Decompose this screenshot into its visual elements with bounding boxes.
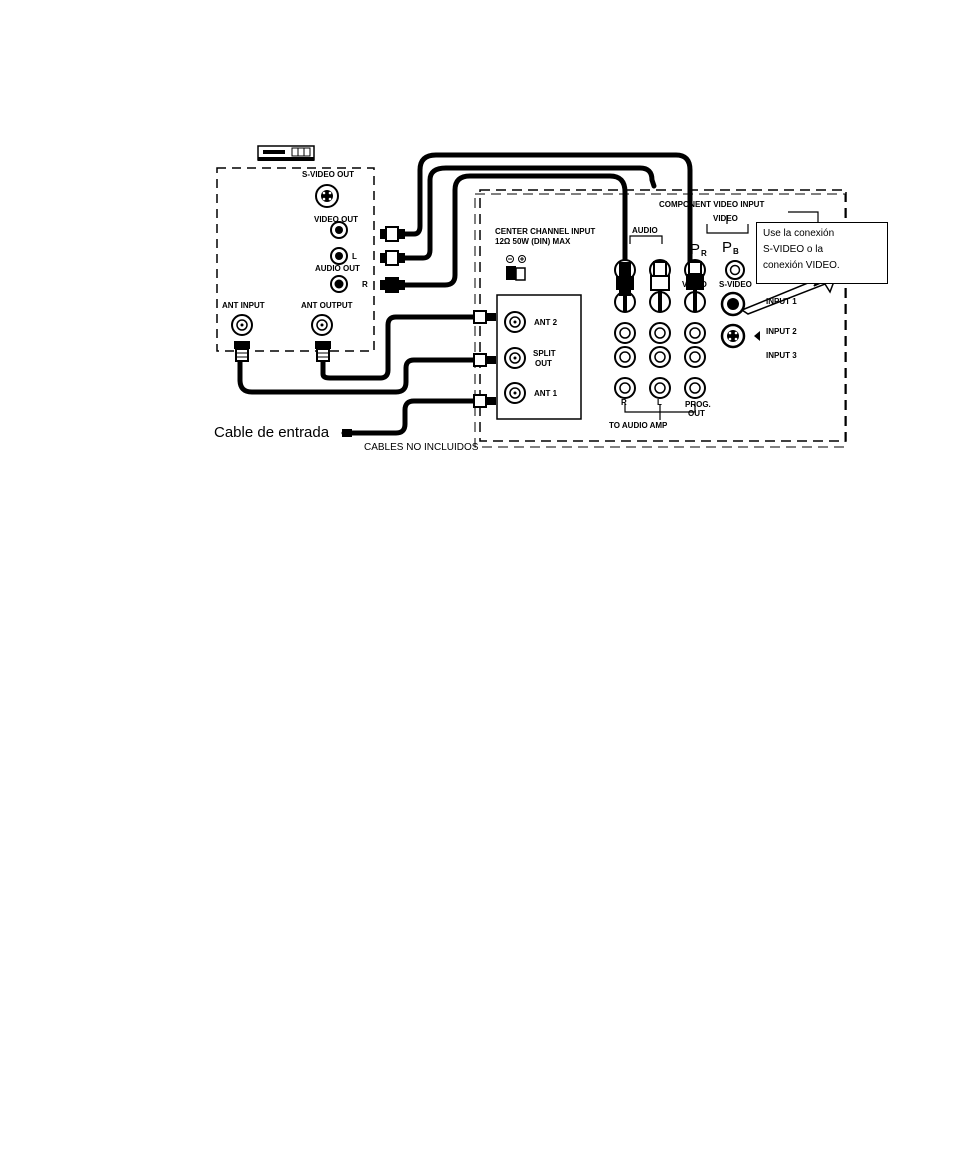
video-cable	[401, 152, 693, 265]
vcr-audio-out-label: AUDIO OUT	[315, 264, 360, 273]
audio-l-label: L	[657, 398, 662, 407]
tv-antenna-jacks	[504, 311, 526, 404]
vcr-audio-r-label: R	[362, 280, 368, 289]
vcr-ant-output-label: ANT OUTPUT	[301, 301, 353, 310]
prog-out-label-line1: PROG.	[685, 400, 711, 409]
pr-p-letter: P	[690, 241, 701, 258]
bracket-lines	[624, 211, 819, 420]
center-channel-input-label: CENTER CHANNEL INPUT	[495, 227, 596, 236]
input-cable	[341, 398, 481, 436]
input2-label: INPUT 2	[766, 327, 797, 336]
pr-label: R	[701, 249, 707, 258]
video-top-label: VIDEO	[713, 214, 738, 223]
vcr-video-out-label: VIDEO OUT	[314, 215, 359, 224]
component-video-input-label: COMPONENT VIDEO INPUT	[659, 200, 765, 209]
prog-out-label-line2: OUT	[688, 409, 705, 418]
vcr-icon	[257, 145, 315, 161]
tv-jack-grid	[614, 259, 780, 399]
pb-p-letter: P	[722, 239, 733, 256]
rca-plugs-vcr	[380, 226, 405, 293]
coax-plugs-tv	[473, 310, 496, 408]
cables-no-incluidos-label: CABLES NO INCLUIDOS	[364, 442, 479, 453]
vcr-s-video-out-label: S-VIDEO OUT	[302, 170, 355, 179]
s-video-label: S-VIDEO	[719, 280, 752, 289]
split-out-label-line1: SPLIT	[533, 349, 556, 358]
ant-out-cable	[320, 314, 481, 381]
vcr-audio-l-label: L	[352, 252, 357, 261]
audio-r-label: R	[621, 398, 627, 407]
input1-label: INPUT 1	[766, 297, 797, 306]
cable-de-entrada-label: Cable de entrada	[214, 424, 330, 441]
to-audio-amp-label: TO AUDIO AMP	[609, 421, 668, 430]
audio-r-cable	[401, 173, 628, 288]
center-channel-spec-label: 12Ω 50W (DIN) MAX	[495, 237, 571, 246]
input3-label: INPUT 3	[766, 351, 797, 360]
callout-line3: conexión VIDEO.	[763, 260, 840, 271]
vcr-jacks	[231, 184, 348, 336]
split-out-label-line2: OUT	[535, 359, 552, 368]
coax-plugs-vcr	[234, 341, 331, 362]
ant2-label: ANT 2	[534, 318, 558, 327]
vcr-ant-input-label: ANT INPUT	[222, 301, 265, 310]
callout-line2: S-VIDEO o la	[763, 244, 824, 255]
vcr-panel-outline	[216, 167, 375, 352]
center-channel-switch	[506, 255, 526, 281]
rca-plugs-tv	[616, 261, 704, 312]
audio-l-cable	[401, 165, 657, 261]
antenna-terminal-box	[496, 294, 582, 420]
input2-arrow-icon	[754, 331, 760, 341]
ant-in-cable	[237, 357, 481, 395]
audio-label: AUDIO	[632, 226, 658, 235]
pb-label: B	[733, 247, 739, 256]
video-label: VIDEO	[682, 280, 707, 289]
ant1-label: ANT 1	[534, 389, 558, 398]
callout-box: Use la conexión S-VIDEO o la conexión VI…	[756, 222, 888, 284]
cables	[237, 152, 693, 436]
callout-line1: Use la conexión	[763, 228, 835, 239]
tv-panel-inner-outline	[474, 193, 846, 448]
